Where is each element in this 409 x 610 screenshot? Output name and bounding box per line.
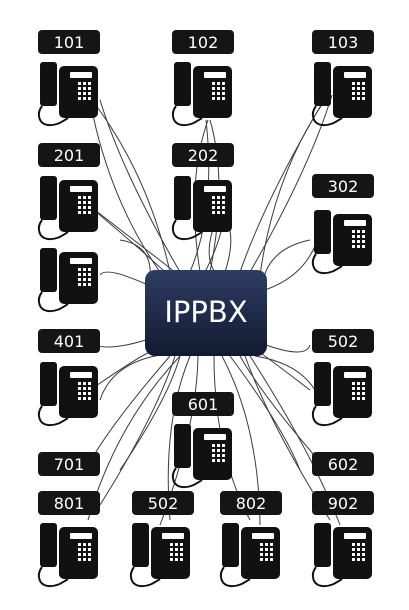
connection-line xyxy=(87,94,171,273)
ippbx-label: IPPBX xyxy=(164,295,247,329)
extension-number: 502 xyxy=(148,494,179,513)
phone-icon[interactable] xyxy=(37,361,99,427)
phone-icon[interactable] xyxy=(129,522,191,588)
connection-line xyxy=(99,99,181,273)
extension-label-ext-902: 902 xyxy=(312,491,374,515)
extension-number: 201 xyxy=(54,146,85,165)
ippbx-hub[interactable]: IPPBX xyxy=(145,270,267,356)
extension-label-ext-802: 802 xyxy=(220,491,282,515)
phone-icon[interactable] xyxy=(37,247,99,313)
connection-line xyxy=(261,353,311,391)
phone-icon[interactable] xyxy=(311,361,373,427)
extension-label-ext-302: 302 xyxy=(312,174,374,198)
connection-line xyxy=(249,94,333,273)
extension-label-ext-102: 102 xyxy=(172,30,234,54)
phone-icon[interactable] xyxy=(171,61,233,127)
connection-line xyxy=(239,355,321,463)
extension-number: 103 xyxy=(328,33,359,52)
phone-icon[interactable] xyxy=(171,423,233,489)
extension-label-ext-602: 602 xyxy=(312,452,374,476)
extension-label-ext-401: 401 xyxy=(38,329,100,353)
extension-number: 902 xyxy=(328,494,359,513)
extension-number: 202 xyxy=(188,146,219,165)
connection-line xyxy=(87,89,161,273)
phone-icon[interactable] xyxy=(37,61,99,127)
extension-label-ext-101: 101 xyxy=(38,30,100,54)
extension-number: 102 xyxy=(188,33,219,52)
extension-number: 602 xyxy=(328,455,359,474)
connection-line xyxy=(94,209,176,273)
extension-label-ext-201: 201 xyxy=(38,143,100,167)
connection-line xyxy=(89,351,151,391)
connection-line xyxy=(99,355,176,506)
connection-line xyxy=(265,344,311,353)
extension-number: 801 xyxy=(54,494,85,513)
extension-label-ext-601: 601 xyxy=(172,392,234,416)
phone-icon[interactable] xyxy=(37,175,99,241)
extension-label-ext-502-right: 502 xyxy=(312,329,374,353)
extension-number: 601 xyxy=(188,395,219,414)
phone-icon[interactable] xyxy=(311,61,373,127)
extension-label-ext-202: 202 xyxy=(172,143,234,167)
extension-number: 302 xyxy=(328,177,359,196)
extension-number: 802 xyxy=(236,494,267,513)
connection-line xyxy=(229,355,301,471)
phone-icon[interactable] xyxy=(219,522,281,588)
extension-number: 401 xyxy=(54,332,85,351)
extension-number: 502 xyxy=(328,332,359,351)
extension-label-ext-103: 103 xyxy=(312,30,374,54)
connection-line xyxy=(89,355,171,463)
extension-number: 101 xyxy=(54,33,85,52)
extension-label-ext-502-bottom: 502 xyxy=(132,491,194,515)
extension-label-ext-801: 801 xyxy=(38,491,100,515)
phone-icon[interactable] xyxy=(311,209,373,275)
extension-label-ext-701: 701 xyxy=(38,452,100,476)
phone-icon[interactable] xyxy=(171,175,233,241)
connection-line xyxy=(261,239,311,286)
connection-line xyxy=(99,354,161,401)
connection-line xyxy=(119,355,181,471)
phone-icon[interactable] xyxy=(311,522,373,588)
connection-line xyxy=(99,271,149,286)
extension-number: 701 xyxy=(54,455,85,474)
phone-icon[interactable] xyxy=(37,522,99,588)
